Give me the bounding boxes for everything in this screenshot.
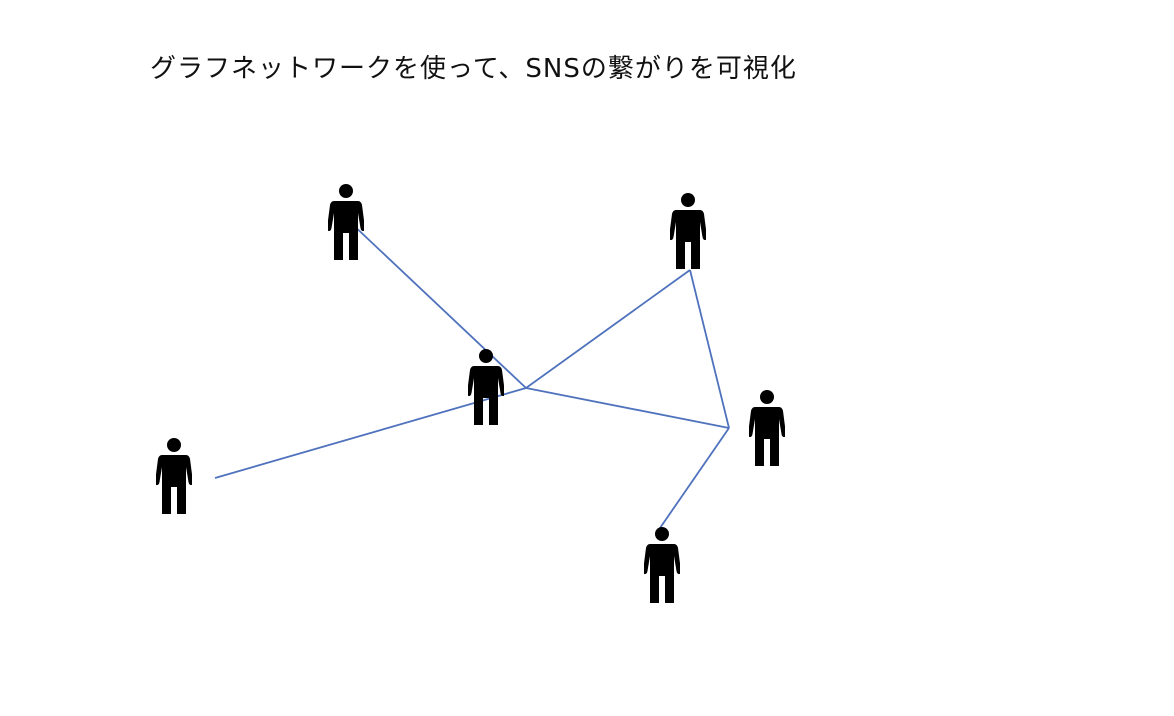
edge-h1-h2 bbox=[525, 387, 730, 429]
person-icon bbox=[670, 193, 706, 269]
person-icon bbox=[328, 184, 364, 260]
nodes-layer bbox=[156, 184, 785, 603]
person-icon bbox=[749, 390, 785, 466]
edge-p1-h1 bbox=[349, 221, 527, 389]
person-icon bbox=[644, 527, 680, 603]
edge-p2-h1 bbox=[525, 269, 691, 389]
page-title: グラフネットワークを使って、SNSの繋がりを可視化 bbox=[150, 54, 797, 84]
person-icon bbox=[156, 438, 192, 514]
person-icon bbox=[468, 349, 504, 425]
edge-h2-p6 bbox=[659, 427, 730, 529]
edge-p2-h2 bbox=[689, 269, 730, 429]
